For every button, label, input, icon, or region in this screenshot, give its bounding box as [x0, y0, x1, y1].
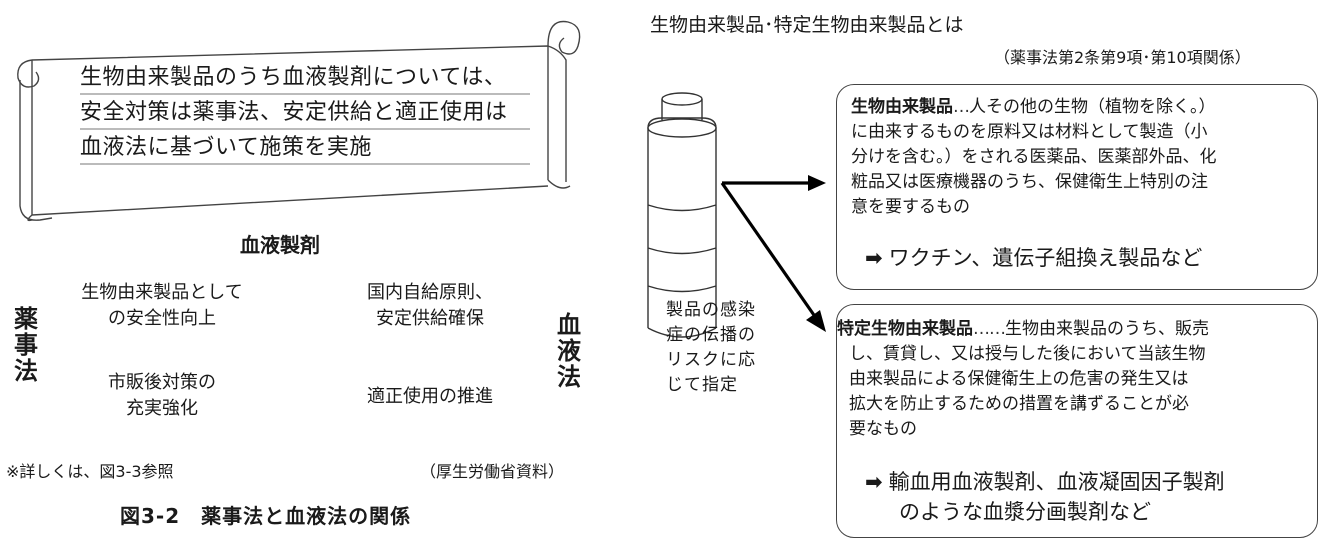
scroll-banner-shape: [17, 20, 581, 222]
blood-products-title: 血液製剤: [240, 233, 320, 257]
definition-line: 拡大を防止するための措置を講ずることが必: [849, 394, 1189, 414]
scroll-line: 安全対策は薬事法、安定供給と適正使用は: [80, 100, 508, 125]
quadrant-bottom-left: 市販後対策の 充実強化: [62, 370, 262, 422]
leader-dots: …: [953, 97, 970, 117]
pharmaceutical-affairs-law-label: 薬 事 法: [12, 306, 40, 384]
specified-biological-products-heading: 特定生物由来製品: [837, 319, 973, 339]
leader-dots: ……: [973, 319, 1006, 339]
reference-note: ※詳しくは、図3-3参照: [6, 462, 174, 481]
quadrant-line: 市販後対策の: [108, 372, 216, 393]
law-char: 法: [557, 363, 581, 391]
quadrant-top-right: 国内自給原則、 安定供給確保: [340, 280, 520, 332]
specified-biological-products-box: 特定生物由来製品……生物由来製品のうち、販売 し、賃貸し、又は授与した後において…: [836, 304, 1318, 538]
note-line: じて指定: [666, 375, 738, 395]
bottle-icon: [647, 92, 717, 338]
quadrant-line: 充実強化: [126, 398, 198, 419]
definition-line: 粧品又は医療機器のうち、保健衛生上特別の注: [851, 172, 1208, 192]
law-char: 液: [557, 337, 581, 365]
definition-line: 要なもの: [849, 419, 917, 439]
quadrant-top-left: 生物由来製品として の安全性向上: [62, 280, 262, 332]
source-note: （厚生労働省資料）: [420, 462, 565, 481]
arrow-right-icon: ➡: [865, 246, 883, 270]
definition-line: 人その他の生物（植物を除く。）: [969, 97, 1216, 117]
biological-products-definition: 生物由来製品…人その他の生物（植物を除く。） に由来するものを原料又は材料として…: [851, 95, 1313, 220]
blood-law-label: 血 液 法: [555, 312, 583, 390]
definition-line: 由来製品による保健衛生上の危害の発生又は: [849, 369, 1189, 389]
definition-line: し、賃貸し、又は授与した後において当該生物: [849, 344, 1206, 364]
quadrant-line: 生物由来製品として: [81, 282, 243, 303]
quadrant-line: 国内自給原則、: [367, 282, 493, 303]
note-line: 製品の感染: [666, 300, 756, 320]
arrow-right-icon: ➡: [865, 470, 883, 494]
example-text: 輸血用血液製剤、血液凝固因子製剤: [888, 470, 1225, 494]
biological-products-box: 生物由来製品…人その他の生物（植物を除く。） に由来するものを原料又は材料として…: [836, 84, 1318, 290]
figure-caption: 図3-2 薬事法と血液法の関係: [120, 504, 412, 528]
quadrant-line: 安定供給確保: [376, 308, 484, 329]
scroll-line: 生物由来製品のうち血液製剤については、: [80, 65, 507, 90]
right-panel-title: 生物由来製品･特定生物由来製品とは: [650, 14, 964, 36]
bottle-and-arrows: [647, 92, 826, 338]
law-char: 事: [14, 331, 38, 359]
law-char: 血: [557, 311, 581, 339]
arrows: [720, 175, 826, 332]
definition-line: に由来するものを原料又は材料として製造（小: [851, 122, 1208, 142]
right-panel-subtitle: （薬事法第2条第9項･第10項関係）: [994, 48, 1251, 67]
law-char: 薬: [14, 305, 38, 333]
quadrant-line: の安全性向上: [108, 308, 216, 329]
definition-line: 分けを含む。）をされる医薬品、医薬部外品、化: [851, 147, 1217, 167]
law-char: 法: [14, 357, 38, 385]
example-text: のような血漿分画製剤など: [899, 500, 1151, 524]
scroll-text: 生物由来製品のうち血液製剤については、 安全対策は薬事法、安定供給と適正使用は …: [80, 60, 550, 165]
quadrant-bottom-right: 適正使用の推進: [340, 384, 520, 410]
quadrant-line: 適正使用の推進: [367, 386, 493, 407]
biological-products-examples: ➡ワクチン、遺伝子組換え製品など: [865, 243, 1202, 273]
scroll-line: 血液法に基づいて施策を実施: [80, 135, 372, 160]
note-line: 症の伝播の: [666, 325, 756, 345]
specified-biological-products-definition: 特定生物由来製品……生物由来製品のうち、販売 し、賃貸し、又は授与した後において…: [837, 317, 1313, 442]
designation-note: 製品の感染 症の伝播の リスクに応 じて指定: [666, 298, 778, 398]
note-line: リスクに応: [666, 350, 756, 370]
example-text: ワクチン、遺伝子組換え製品など: [888, 246, 1203, 270]
specified-biological-products-examples: ➡輸血用血液製剤、血液凝固因子製剤 のような血漿分画製剤など: [865, 467, 1225, 527]
biological-products-heading: 生物由来製品: [851, 97, 953, 117]
definition-line: 生物由来製品のうち、販売: [1005, 319, 1209, 339]
definition-line: 意を要するもの: [851, 197, 970, 217]
